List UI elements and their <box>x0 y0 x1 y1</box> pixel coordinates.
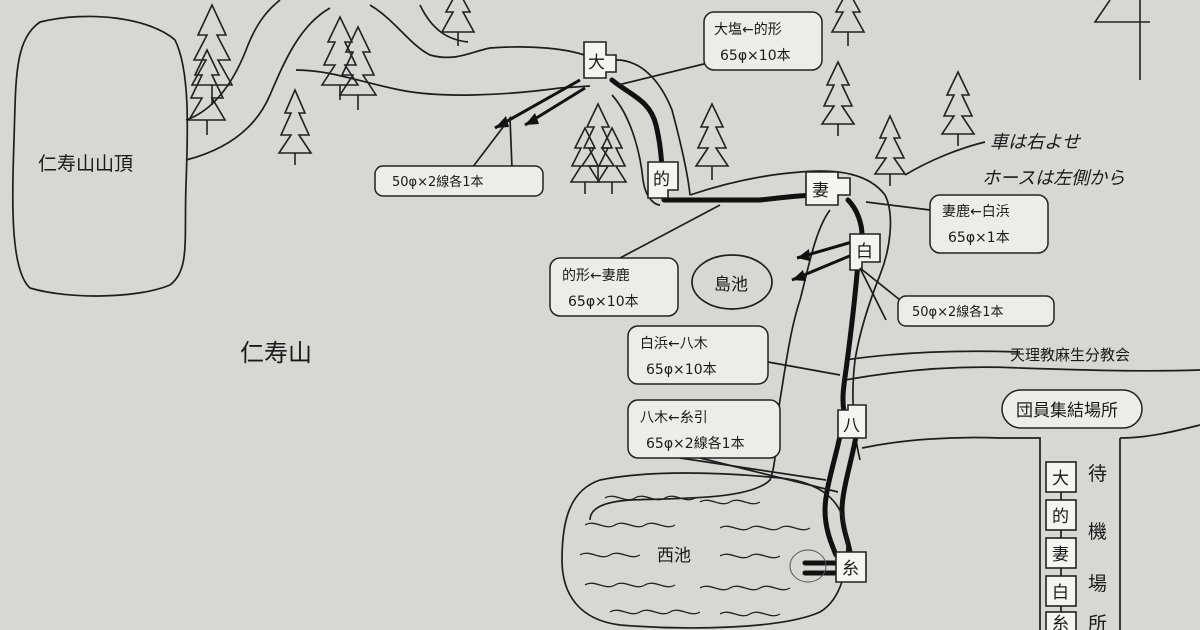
queue-item: 的 <box>1052 507 1069 527</box>
tree-icon <box>830 0 866 46</box>
assembly-label: 団員集結場所 <box>1016 401 1118 421</box>
queue-item: 糸 <box>1052 614 1069 630</box>
hose-mega-shirahama <box>845 197 865 238</box>
note-leader <box>904 141 986 176</box>
tree-icon <box>940 70 976 146</box>
church-road <box>844 366 1200 381</box>
queue-item: 妻 <box>1052 545 1069 565</box>
tree-icon <box>277 87 313 165</box>
corner-mark <box>1093 0 1150 80</box>
mountain-label: 仁寿山 <box>240 339 312 367</box>
node-shirahama: 白 <box>849 233 881 271</box>
summit-region <box>11 15 189 297</box>
tree-icon <box>596 126 628 194</box>
assembly-box <box>1001 389 1143 429</box>
road-summit-link <box>295 69 591 96</box>
tree-icon <box>187 48 227 135</box>
pond-intake-ring <box>789 549 827 583</box>
tree-icon <box>190 3 234 105</box>
hose-matogata-mega <box>661 192 821 203</box>
node-oshio: 大 <box>583 41 617 79</box>
svg-text:50φ×2線各1本: 50φ×2線各1本 <box>912 304 1004 320</box>
svg-text:65φ×10本: 65φ×10本 <box>568 294 639 310</box>
svg-text:妻: 妻 <box>812 181 829 201</box>
svg-text:妻鹿←白浜: 妻鹿←白浜 <box>942 203 1010 220</box>
church-road-2 <box>844 350 1021 361</box>
svg-text:大: 大 <box>588 53 605 73</box>
node-itohiki: 糸 <box>835 551 867 583</box>
node-mega: 妻 <box>805 171 851 206</box>
callout-matogata-mega: 的形←妻鹿 65φ×10本 <box>549 204 721 317</box>
tree-icon <box>820 60 856 136</box>
svg-text:的形←妻鹿: 的形←妻鹿 <box>562 267 630 284</box>
tree-icon <box>320 15 360 100</box>
svg-text:白: 白 <box>856 242 873 262</box>
queue-item: 白 <box>1052 583 1069 603</box>
tree-icon <box>580 102 616 180</box>
arrow-icon <box>791 253 853 282</box>
note-line-2: ホースは左側から <box>982 168 1125 189</box>
pond-waves <box>579 495 811 617</box>
shimaike-label: 島池 <box>714 275 748 295</box>
road-upper-left-2 <box>185 0 281 121</box>
callout-shirahama-yagi: 白浜←八木 65φ×10本 <box>627 325 841 385</box>
svg-text:八: 八 <box>843 416 860 436</box>
callout-oshio-matogata: 大塩←的形 65φ×10本 <box>617 11 823 86</box>
assembly-road-2 <box>1119 424 1200 439</box>
tree-icon <box>873 114 907 186</box>
church-label: 天理教麻生分教会 <box>1010 346 1130 364</box>
svg-text:白浜←八木: 白浜←八木 <box>640 336 708 352</box>
svg-text:的: 的 <box>653 170 670 190</box>
callout-50-lower: 50φ×2線各1本 <box>859 267 1055 327</box>
callout-50-upper: 50φ×2線各1本 <box>374 115 544 197</box>
callout-mega-shirahama: 妻鹿←白浜 65φ×1本 <box>865 194 1049 254</box>
assembly-road <box>861 436 1041 630</box>
tree-icon <box>440 0 476 46</box>
svg-text:八木←糸引: 八木←糸引 <box>640 410 708 426</box>
hose-yagi-itohiki-a <box>822 433 843 558</box>
node-yagi: 八 <box>837 404 867 439</box>
note-line-1: 車は右よせ <box>990 132 1082 153</box>
arrow-icon <box>524 86 586 127</box>
svg-text:糸: 糸 <box>842 559 859 579</box>
tree-icon <box>569 126 601 194</box>
standby-char-3: 場 <box>1088 573 1107 595</box>
svg-text:65φ×10本: 65φ×10本 <box>720 48 791 64</box>
svg-text:65φ×2線各1本: 65φ×2線各1本 <box>646 436 745 452</box>
road-top-loop-2 <box>419 4 469 43</box>
shimaike-pond <box>691 254 773 310</box>
hose-yagi-itohiki-b <box>839 433 859 555</box>
hose-shirahama-yagi <box>840 259 861 415</box>
nishiike-label: 西池 <box>657 546 691 566</box>
svg-text:大塩←的形: 大塩←的形 <box>714 22 782 38</box>
tree-icon <box>338 25 378 110</box>
road-inner-curve <box>611 94 661 206</box>
arrow-icon <box>796 240 853 261</box>
summit-label: 仁寿山山頂 <box>38 153 133 175</box>
road-top-loop <box>369 4 593 59</box>
vehicle-queue: 大 的 妻 白 糸 <box>1045 461 1077 630</box>
node-matogata: 的 <box>647 161 679 199</box>
queue-item: 大 <box>1052 469 1069 489</box>
standby-char-2: 機 <box>1088 521 1107 543</box>
svg-text:65φ×10本: 65φ×10本 <box>646 362 717 378</box>
tree-icon <box>694 102 730 180</box>
standby-char-1: 待 <box>1088 463 1107 485</box>
callout-yagi-itohiki: 八木←糸引 65φ×2線各1本 <box>627 399 839 493</box>
svg-text:50φ×2線各1本: 50φ×2線各1本 <box>392 174 484 190</box>
standby-char-4: 所 <box>1088 613 1107 630</box>
svg-text:65φ×1本: 65φ×1本 <box>948 230 1010 246</box>
nishiike-pond <box>561 472 848 629</box>
road-oshio-right <box>611 59 691 196</box>
road-upper-left <box>185 7 331 161</box>
